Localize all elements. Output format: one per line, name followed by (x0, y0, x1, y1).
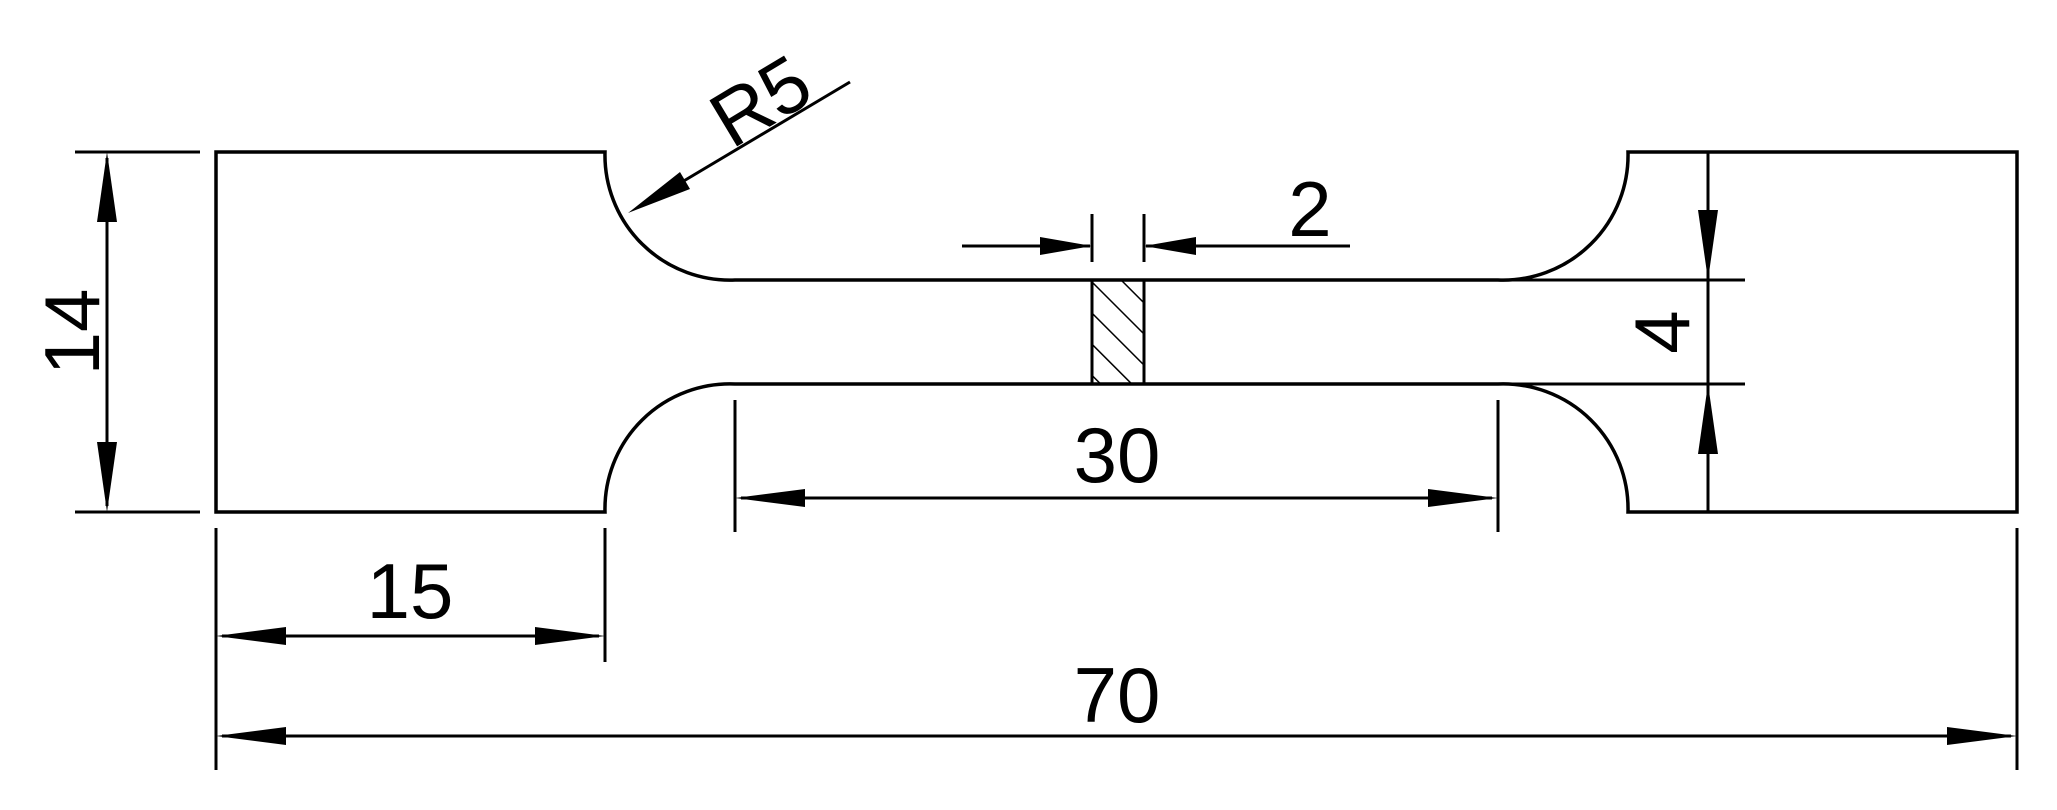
dim-overall-length: 70 (214, 528, 2019, 770)
dim-gauge-width: 4 (1510, 152, 1745, 512)
hatched-section (1090, 278, 1146, 386)
dim-gauge-length: 30 (733, 400, 1500, 532)
dim-fillet-radius: R5 (628, 37, 851, 213)
dim-label-overall-length: 70 (1074, 651, 1161, 739)
dim-label-gauge-length: 30 (1074, 411, 1161, 499)
dim-label-grip-width: 14 (28, 289, 116, 376)
dim-section-width: 2 (962, 165, 1350, 262)
specimen-outline (214, 150, 2019, 514)
dim-label-gauge-width: 4 (1618, 310, 1706, 353)
dim-label-fillet-radius: R5 (695, 37, 826, 164)
dim-grip-length: 15 (214, 528, 607, 662)
dim-grip-width: 14 (28, 150, 200, 514)
dim-label-section-width: 2 (1288, 165, 1331, 253)
dim-label-grip-length: 15 (367, 547, 454, 635)
